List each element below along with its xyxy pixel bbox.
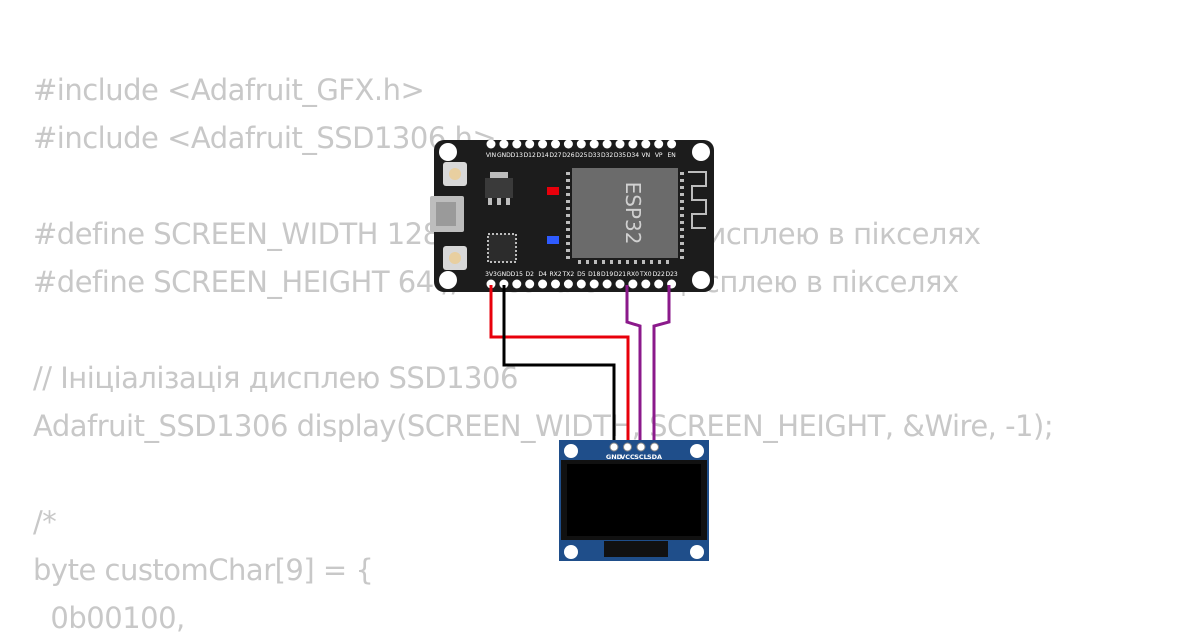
code-line: Adafruit_SSD1306 display(SCREEN_WIDTH, S… xyxy=(33,409,1054,443)
esp32-pin-label: D35 xyxy=(614,152,626,159)
esp32-pin-label: D34 xyxy=(627,152,639,159)
esp32-pin-label: 3V3 xyxy=(485,271,497,278)
oled-pin-label: SCL xyxy=(634,453,648,461)
esp32-pin-label: GND xyxy=(497,271,511,278)
oled-pin-gnd[interactable] xyxy=(609,442,619,452)
wires xyxy=(489,285,671,446)
oled-pin-vcc[interactable] xyxy=(623,442,632,452)
esp32-pin-label: D18 xyxy=(588,271,600,278)
esp32-pin-label: D12 xyxy=(524,152,536,159)
oled-pin-scl[interactable] xyxy=(636,442,646,452)
esp32-pin-label: D19 xyxy=(601,271,613,278)
esp32-pin-d26[interactable] xyxy=(563,139,573,149)
esp32-pin-d21[interactable] xyxy=(615,279,625,289)
esp32-pin-label: TX2 xyxy=(562,271,575,278)
esp32-pin-en[interactable] xyxy=(667,139,677,149)
esp32-pin-d2[interactable] xyxy=(525,279,535,289)
esp32-pin-rx2[interactable] xyxy=(551,279,560,289)
esp32-pin-label: D26 xyxy=(562,152,574,159)
esp32-pin-d35[interactable] xyxy=(615,139,625,149)
esp32-pin-label: D23 xyxy=(665,271,677,278)
esp32-pin-label: D21 xyxy=(614,271,626,278)
mount-hole-icon xyxy=(692,143,710,161)
code-line: byte customChar[9] = { xyxy=(33,553,374,587)
esp32-pin-d5[interactable] xyxy=(576,279,586,289)
esp32-pin-label: D25 xyxy=(575,152,587,159)
oled-pin-sda[interactable] xyxy=(650,442,659,452)
esp32-pin-gnd[interactable] xyxy=(499,139,509,149)
oled-pin-label: GND xyxy=(606,453,623,461)
esp32-pin-label: VP xyxy=(655,152,663,159)
wire-d22-to-scl[interactable] xyxy=(652,285,671,446)
esp32-pin-d25[interactable] xyxy=(576,139,586,149)
esp32-pin-label: D13 xyxy=(511,152,523,159)
mount-hole-icon xyxy=(690,444,704,458)
esp32-pin-tx2[interactable] xyxy=(563,279,573,289)
esp32-pin-label: D2 xyxy=(525,271,534,278)
status-led-icon xyxy=(547,236,559,244)
mount-hole-icon xyxy=(439,143,457,161)
esp32-pin-label: D33 xyxy=(588,152,600,159)
esp32-pin-label: D22 xyxy=(653,271,665,278)
mount-hole-icon xyxy=(564,545,578,559)
esp32-pin-d27[interactable] xyxy=(551,139,560,149)
esp32-pin-d13[interactable] xyxy=(512,139,522,149)
esp32-pin-label: RX2 xyxy=(549,271,561,278)
esp32-pin-vn[interactable] xyxy=(641,139,651,149)
antenna-icon xyxy=(688,171,707,229)
boot-button[interactable] xyxy=(443,162,467,186)
mount-hole-icon xyxy=(564,444,578,458)
esp32-pin-d34[interactable] xyxy=(628,139,638,149)
reset-button[interactable] xyxy=(443,246,467,270)
voltage-regulator-icon xyxy=(485,172,513,205)
esp32-pin-d22[interactable] xyxy=(654,279,664,289)
esp32-pin-d18[interactable] xyxy=(589,279,599,289)
esp32-pin-d19[interactable] xyxy=(602,279,612,289)
esp32-pin-label: D15 xyxy=(511,271,523,278)
esp32-pin-label: D5 xyxy=(577,271,586,278)
esp32-pin-d14[interactable] xyxy=(538,139,548,149)
esp32-pin-label: EN xyxy=(667,152,675,159)
esp32-pin-label: TX0 xyxy=(639,271,652,278)
esp32-pin-label: VIN xyxy=(486,152,496,159)
esp32-pin-label: VN xyxy=(642,152,651,159)
wire-gnd-to-gnd[interactable] xyxy=(502,285,616,446)
flex-cable-icon xyxy=(604,541,668,557)
mount-hole-icon xyxy=(690,545,704,559)
esp32-pin-3v3[interactable] xyxy=(486,279,496,289)
oled-pin-label: VCC xyxy=(620,453,635,461)
esp32-pin-d33[interactable] xyxy=(589,139,599,149)
esp32-pin-rx0[interactable] xyxy=(628,279,638,289)
mount-hole-icon xyxy=(439,271,457,289)
esp32-pin-d32[interactable] xyxy=(602,139,612,149)
esp32-pin-gnd[interactable] xyxy=(499,279,509,289)
chip-label: ESP32 xyxy=(621,182,645,245)
esp32-pin-label: RX0 xyxy=(627,271,639,278)
esp32-pin-label: D32 xyxy=(601,152,613,159)
wire-3v3-to-vcc[interactable] xyxy=(489,285,630,446)
esp32-pin-label: GND xyxy=(497,152,511,159)
esp32-pin-vp[interactable] xyxy=(654,139,664,149)
esp32-pin-d12[interactable] xyxy=(525,139,535,149)
wire-d21-to-sda[interactable] xyxy=(625,285,642,446)
esp32-pin-d4[interactable] xyxy=(538,279,548,289)
esp32-pin-d15[interactable] xyxy=(512,279,522,289)
esp32-pin-vin[interactable] xyxy=(486,139,496,149)
esp32-pin-label: D14 xyxy=(536,152,548,159)
code-line: /* xyxy=(33,505,57,539)
code-line: #include <Adafruit_GFX.h> xyxy=(33,73,425,107)
power-led-icon xyxy=(547,187,559,195)
usb-uart-chip-icon xyxy=(487,233,517,263)
code-line: // Ініціалізація дисплею SSD1306 xyxy=(33,361,518,395)
mount-hole-icon xyxy=(692,271,710,289)
code-line: 0b00100, xyxy=(33,601,185,635)
oled-pin-label: SDA xyxy=(647,453,662,461)
esp32-pin-tx0[interactable] xyxy=(641,279,651,289)
esp32-pin-label: D4 xyxy=(538,271,547,278)
esp32-pin-label: D27 xyxy=(549,152,561,159)
esp32-module: ESP32 xyxy=(566,164,710,264)
